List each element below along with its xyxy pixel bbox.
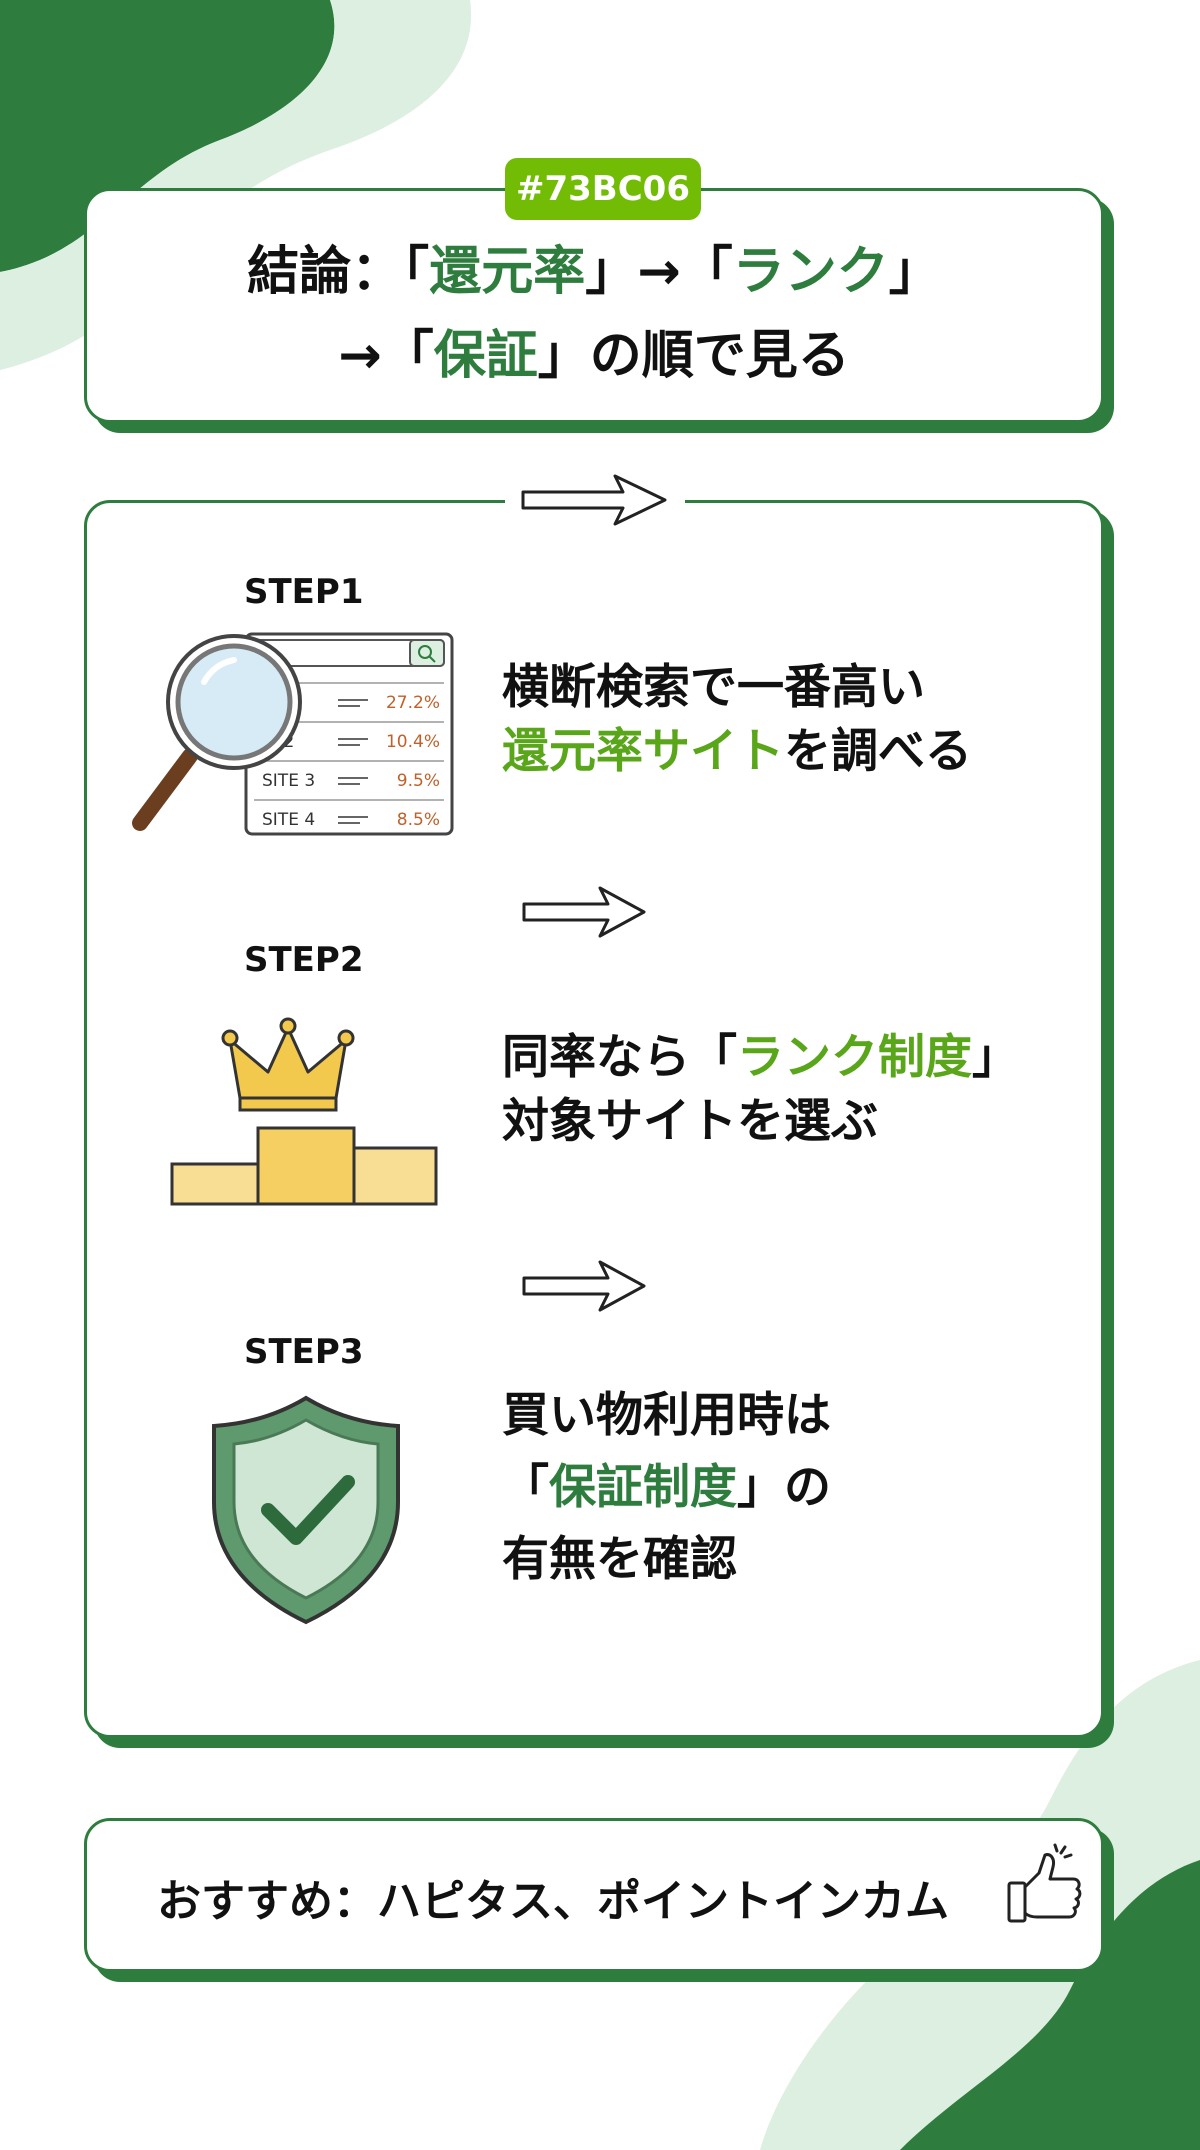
step3-line3: 有無を確認 bbox=[502, 1532, 737, 1587]
headline-text: 」→「 bbox=[585, 242, 733, 302]
table-site-label: SITE 4 bbox=[262, 810, 315, 830]
headline-text: 結論：「 bbox=[247, 242, 430, 302]
step1-text: 横断検索で一番高い 還元率サイトを調べる bbox=[502, 656, 972, 784]
recommendation-text: おすすめ：ハピタス、ポイントインカム bbox=[157, 1876, 949, 1927]
step3-label: STEP3 bbox=[244, 1332, 364, 1372]
table-rate-value: 10.4% bbox=[386, 732, 440, 752]
headline-text: →「 bbox=[338, 326, 434, 386]
step3-line2: 「保証制度」の bbox=[502, 1452, 831, 1524]
table-rate-value: 9.5% bbox=[397, 771, 440, 791]
keyword-return-rate: 還元率 bbox=[429, 242, 586, 302]
step2-line1-suffix: 」 bbox=[972, 1030, 1019, 1085]
step2-line2: 対象サイトを選ぶ bbox=[502, 1094, 878, 1149]
step1-line2: 還元率サイトを調べる bbox=[502, 720, 972, 784]
recommendation-card: おすすめ：ハピタス、ポイントインカム bbox=[84, 1818, 1104, 1972]
step2-text: 同率なら「ランク制度」 対象サイトを選ぶ bbox=[502, 1026, 1019, 1154]
headline-text: 」 bbox=[888, 242, 941, 302]
step1-line1: 横断検索で一番高い bbox=[502, 660, 925, 715]
table-rate-value: 8.5% bbox=[397, 810, 440, 830]
step2-label: STEP2 bbox=[244, 940, 364, 980]
headline-line-1: 結論：「還元率」→「ランク」 bbox=[87, 229, 1101, 304]
arrow-icon bbox=[522, 1260, 646, 1312]
headline-line-2: →「保証」の順で見る bbox=[87, 313, 1101, 388]
step2-line1-prefix: 同率なら「 bbox=[502, 1030, 737, 1085]
headline-card: 結論：「還元率」→「ランク」 →「保証」の順で見る bbox=[84, 188, 1104, 423]
table-site-label: SITE 3 bbox=[262, 771, 315, 791]
step1-line2-rest: を調べる bbox=[784, 724, 972, 779]
step2-highlight: ランク制度 bbox=[737, 1030, 972, 1085]
arrow-icon bbox=[505, 474, 685, 526]
headline-text: 」の順で見る bbox=[537, 326, 850, 386]
step3-line2-suffix: 」の bbox=[737, 1460, 831, 1515]
step3-text: 買い物利用時は 「保証制度」の 有無を確認 bbox=[502, 1380, 831, 1596]
arrow-icon bbox=[522, 886, 646, 938]
crown-podium-icon bbox=[170, 1017, 438, 1206]
table-rate-value: 27.2% bbox=[386, 693, 440, 713]
step3-line2-prefix: 「 bbox=[502, 1460, 549, 1515]
step3-highlight: 保証制度 bbox=[549, 1460, 737, 1515]
keyword-guarantee: 保証 bbox=[433, 326, 538, 386]
keyword-rank: ランク bbox=[732, 242, 889, 302]
step3-line1: 買い物利用時は bbox=[502, 1388, 831, 1443]
step2-line1: 同率なら「ランク制度」 bbox=[502, 1026, 1019, 1090]
shield-check-icon bbox=[212, 1395, 400, 1625]
step1-highlight: 還元率サイト bbox=[502, 724, 784, 779]
color-tag: #73BC06 bbox=[505, 158, 701, 220]
step1-label: STEP1 bbox=[244, 572, 364, 612]
thumbs-up-icon bbox=[1007, 1843, 1082, 1923]
magnifier-list-icon: E 1 .E 2 SITE 3 SITE 4 27.2% 10.4% 9.5% … bbox=[132, 632, 454, 836]
